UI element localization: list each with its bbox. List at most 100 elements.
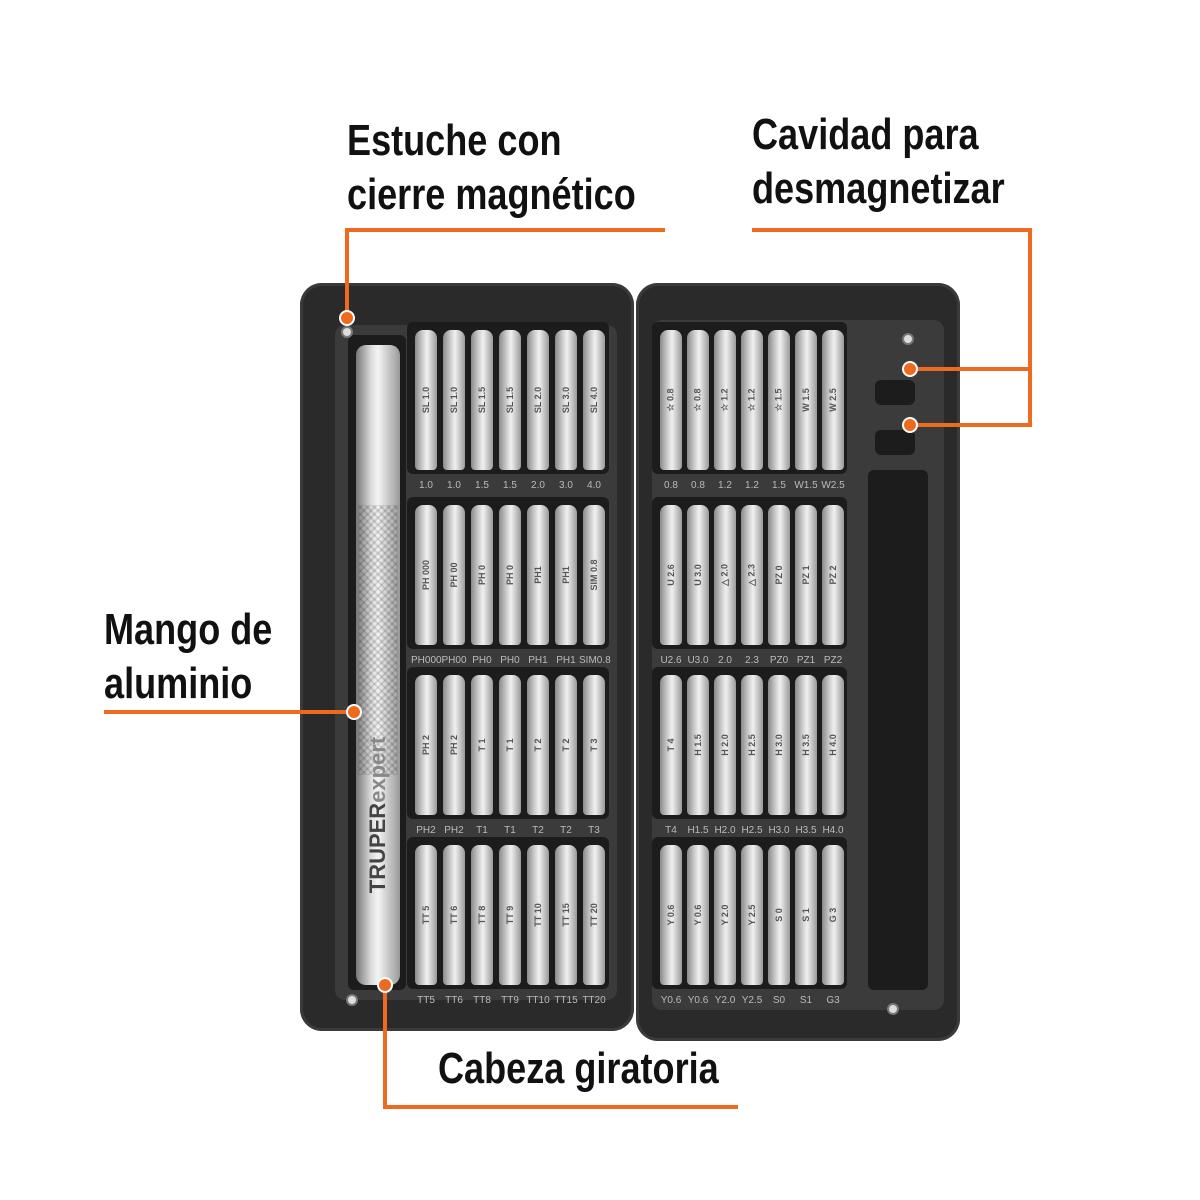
bit[interactable]: PH 000: [415, 505, 437, 645]
bit-label: 0.8: [664, 480, 678, 491]
bit[interactable]: H 3.0: [768, 675, 790, 815]
bit[interactable]: TT 20: [583, 845, 605, 985]
bit-engraving: Y 2.5: [747, 904, 757, 926]
bit[interactable]: S 0: [768, 845, 790, 985]
bit-engraving: TT 8: [477, 905, 487, 925]
bit[interactable]: PZ 1: [795, 505, 817, 645]
bit-engraving: SL 1.0: [421, 386, 431, 414]
bit[interactable]: ☆ 1.5: [768, 330, 790, 470]
bit-label: 1.5: [772, 480, 786, 491]
bit[interactable]: H 2.5: [741, 675, 763, 815]
bit-engraving: W 1.5: [801, 388, 811, 412]
bit[interactable]: T 3: [583, 675, 605, 815]
bit-label: Y0.6: [687, 995, 709, 1006]
bit[interactable]: PH 00: [443, 505, 465, 645]
bit-engraving: PH 0: [505, 564, 515, 586]
bit-label: TT8: [473, 995, 491, 1006]
bit[interactable]: TT 15: [555, 845, 577, 985]
bit[interactable]: Y 2.0: [714, 845, 736, 985]
bit-label: 1.2: [745, 480, 759, 491]
bit-label: G3: [826, 995, 840, 1006]
handle-brand: TRUPERexpert: [365, 737, 391, 894]
bit-label: T1: [476, 825, 488, 836]
bit[interactable]: SL 1.0: [443, 330, 465, 470]
bit-label: T1: [504, 825, 516, 836]
bit[interactable]: T 1: [471, 675, 493, 815]
bit[interactable]: U 3.0: [687, 505, 709, 645]
bit-engraving: ☆ 1.2: [719, 388, 730, 412]
bit[interactable]: ☆ 0.8: [660, 330, 682, 470]
bit[interactable]: U 2.6: [660, 505, 682, 645]
bit[interactable]: △ 2.0: [714, 505, 736, 645]
bit[interactable]: TT 5: [415, 845, 437, 985]
bit[interactable]: H 1.5: [687, 675, 709, 815]
leader-dot: [902, 361, 918, 377]
bit[interactable]: W 1.5: [795, 330, 817, 470]
callout-case-line2: cierre magnético: [347, 170, 636, 219]
brand-a: TRUPER: [365, 802, 390, 894]
callout-case-line1: Estuche con: [347, 116, 562, 165]
bit[interactable]: ☆ 0.8: [687, 330, 709, 470]
bit[interactable]: PZ 2: [822, 505, 844, 645]
bit[interactable]: H 2.0: [714, 675, 736, 815]
bit-label: 3.0: [559, 480, 573, 491]
bit[interactable]: PH 2: [443, 675, 465, 815]
bit[interactable]: SIM 0.8: [583, 505, 605, 645]
bit-engraving: U 3.0: [693, 564, 703, 586]
leader-line: [1028, 228, 1032, 427]
bit[interactable]: SL 2.0: [527, 330, 549, 470]
bit[interactable]: TT 6: [443, 845, 465, 985]
bit-label: TT20: [582, 995, 606, 1006]
bit-label: H2.5: [741, 825, 763, 836]
bit[interactable]: SL 1.5: [499, 330, 521, 470]
bit[interactable]: T 2: [555, 675, 577, 815]
bit[interactable]: Y 0.6: [687, 845, 709, 985]
bit[interactable]: PH1: [555, 505, 577, 645]
bit[interactable]: TT 8: [471, 845, 493, 985]
bit[interactable]: S 1: [795, 845, 817, 985]
bit-label: PH1: [556, 655, 576, 666]
screw: [346, 994, 358, 1006]
bit-engraving: TT 6: [449, 905, 459, 925]
bit[interactable]: ☆ 1.2: [714, 330, 736, 470]
bit-engraving: H 3.5: [801, 734, 811, 756]
bit[interactable]: G 3: [822, 845, 844, 985]
bit[interactable]: TT 9: [499, 845, 521, 985]
bit[interactable]: △ 2.3: [741, 505, 763, 645]
bit[interactable]: T 4: [660, 675, 682, 815]
bit[interactable]: W 2.5: [822, 330, 844, 470]
bit-label: S0: [772, 995, 786, 1006]
bit-label: PH000: [411, 655, 442, 666]
bit-engraving: H 3.0: [774, 734, 784, 756]
bit[interactable]: H 4.0: [822, 675, 844, 815]
bit[interactable]: PH 2: [415, 675, 437, 815]
bit-engraving: U 2.6: [666, 564, 676, 586]
bit[interactable]: PZ 0: [768, 505, 790, 645]
bit[interactable]: H 3.5: [795, 675, 817, 815]
bit[interactable]: PH 0: [471, 505, 493, 645]
bit[interactable]: SL 1.5: [471, 330, 493, 470]
bit-label: H3.0: [768, 825, 790, 836]
bit-label: TT9: [501, 995, 519, 1006]
bit[interactable]: PH 0: [499, 505, 521, 645]
bit-engraving: TT 20: [589, 903, 599, 927]
bit[interactable]: SL 4.0: [583, 330, 605, 470]
bit[interactable]: PH1: [527, 505, 549, 645]
callout-head: Cabeza giratoria: [438, 1044, 719, 1093]
bit[interactable]: SL 3.0: [555, 330, 577, 470]
bit[interactable]: T 1: [499, 675, 521, 815]
bit[interactable]: T 2: [527, 675, 549, 815]
bit[interactable]: SL 1.0: [415, 330, 437, 470]
bit-label: S1: [799, 995, 813, 1006]
bit[interactable]: Y 2.5: [741, 845, 763, 985]
bit-label: T4: [665, 825, 677, 836]
aluminum-handle: TRUPERexpert: [356, 345, 400, 985]
bit-engraving: T 2: [533, 738, 543, 752]
bit[interactable]: ☆ 1.2: [741, 330, 763, 470]
brand-b: expert: [365, 736, 390, 803]
screw: [341, 326, 353, 338]
bit[interactable]: TT 10: [527, 845, 549, 985]
bit-engraving: T 4: [666, 738, 676, 752]
bit[interactable]: Y 0.6: [660, 845, 682, 985]
